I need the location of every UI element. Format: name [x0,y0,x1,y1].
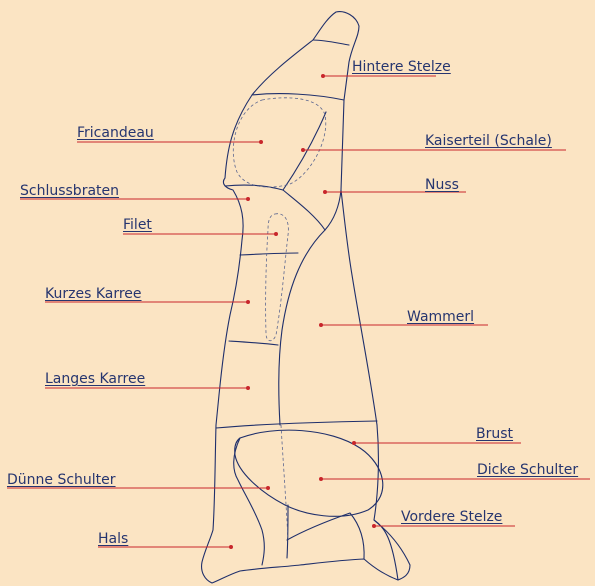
label-hals[interactable]: Hals [98,531,128,547]
label-schlussbraten[interactable]: Schlussbraten [20,183,119,199]
label-filet[interactable]: Filet [123,217,152,233]
label-kurzes-karree[interactable]: Kurzes Karree [45,286,142,302]
label-nuss[interactable]: Nuss [425,177,459,193]
label-duenne-schulter[interactable]: Dünne Schulter [7,472,116,488]
line-karree-mid [229,341,278,345]
label-wammerl[interactable]: Wammerl [407,309,474,325]
line-wammerl-left [279,230,325,425]
line-duenne-schulter [234,438,265,565]
carcass-outline [202,12,410,583]
label-dicke-schulter[interactable]: Dicke Schulter [477,462,578,478]
label-brust[interactable]: Brust [476,426,513,442]
line-vordere-stelze [287,513,364,559]
line-stelze-hoof [374,520,398,580]
label-kaiserteil[interactable]: Kaiserteil (Schale) [425,133,552,149]
line-nuss-lower [283,190,341,230]
line-schlussbraten-top [225,185,283,190]
line-filet-karree [240,253,298,255]
spine-dashed-line [281,425,288,540]
label-hintere-stelze[interactable]: Hintere Stelze [352,59,451,75]
line-hintere-stelze [313,40,349,45]
label-langes-karree[interactable]: Langes Karree [45,371,145,387]
line-brust-top [216,421,377,428]
label-fricandeau[interactable]: Fricandeau [77,125,154,141]
label-vordere-stelze[interactable]: Vordere Stelze [401,509,502,525]
line-stelze-lower [252,94,344,100]
